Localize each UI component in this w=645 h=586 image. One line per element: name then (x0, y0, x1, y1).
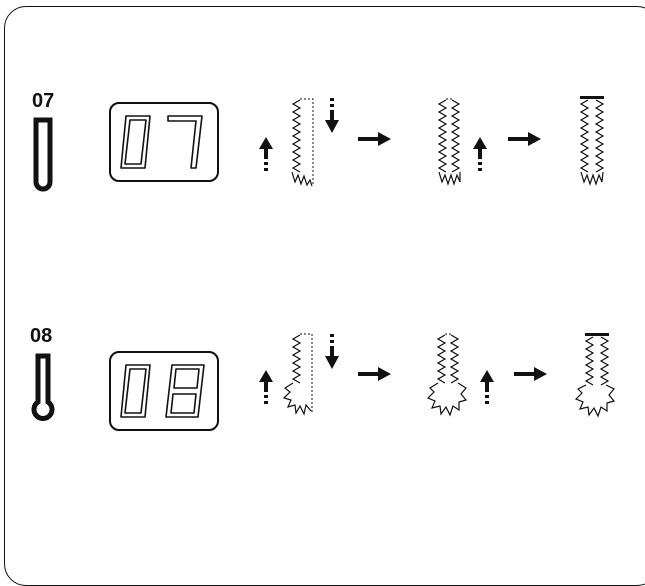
up-arrow-icon (259, 137, 273, 171)
down-arrow-icon (325, 98, 339, 133)
lcd-digit (120, 115, 203, 169)
keyhole-buttonhole-icon (31, 353, 55, 421)
step-1-07 (259, 98, 391, 187)
straight-buttonhole-icon (33, 117, 53, 192)
right-arrow-icon (514, 367, 547, 381)
lcd-display-07 (109, 102, 219, 182)
lcd-digit (120, 364, 205, 418)
down-arrow-icon (325, 334, 339, 369)
up-arrow-icon (259, 370, 273, 404)
pattern-number-07: 07 (32, 90, 55, 112)
step-3-08 (574, 333, 616, 418)
up-arrow-icon (473, 137, 487, 171)
step-1-08 (259, 333, 391, 416)
finished-keyhole-stitch-icon (574, 333, 616, 418)
step-2-07 (437, 98, 541, 186)
step-2-08 (426, 333, 547, 417)
buttonhole-diagram (31, 96, 616, 431)
lcd-display-08 (109, 351, 219, 431)
right-arrow-icon (358, 367, 391, 381)
right-arrow-icon (508, 132, 541, 146)
keyhole-two-bar-stitch-icon (426, 333, 468, 417)
finished-buttonhole-stitch-icon (579, 96, 605, 186)
step-3-07 (579, 96, 605, 186)
pattern-number-08: 08 (30, 325, 53, 347)
two-bar-stitch-icon (437, 98, 461, 186)
keyhole-left-bar-stitch-icon (282, 333, 313, 416)
left-bar-stitch-icon (291, 98, 314, 187)
up-arrow-icon (480, 370, 494, 404)
right-arrow-icon (358, 132, 391, 146)
